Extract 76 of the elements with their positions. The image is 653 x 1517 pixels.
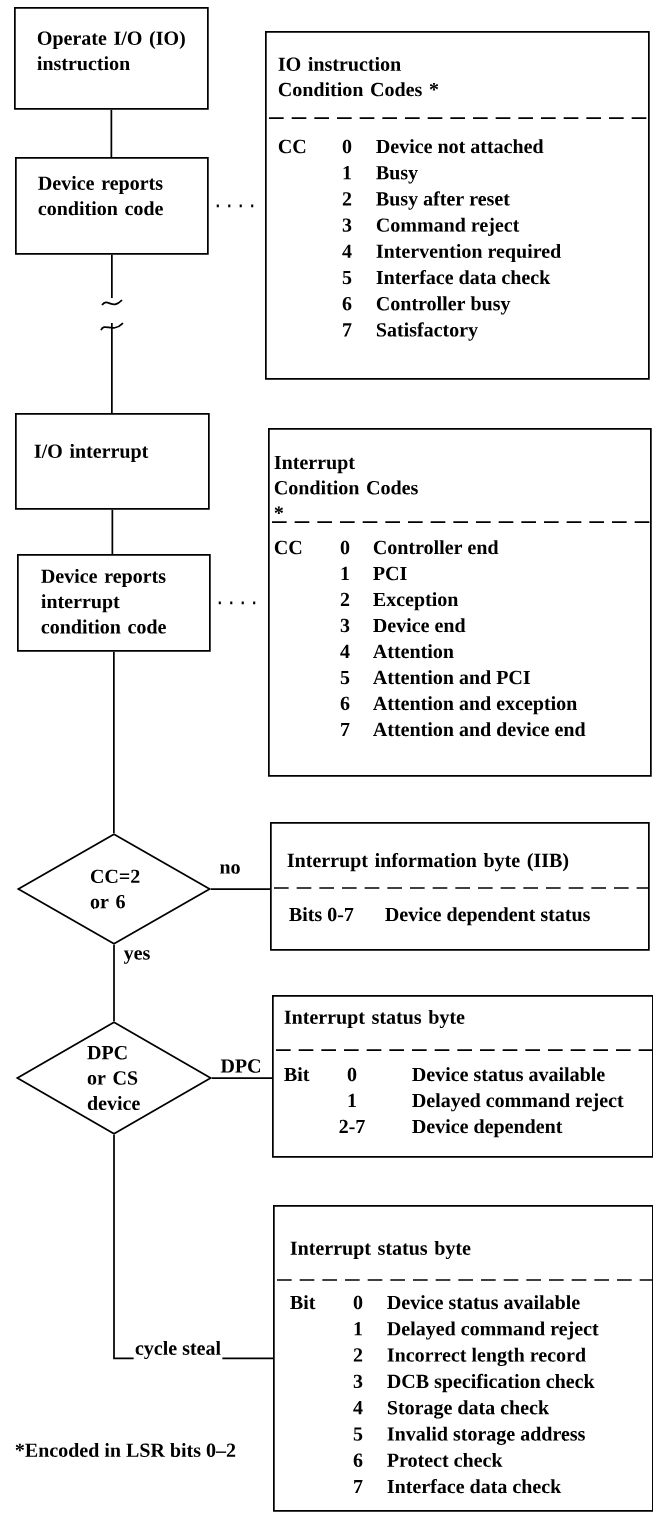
table-cell: 1 [348,1093,356,1107]
table-cell: Device not attached [376,139,544,154]
table-cell: CC [278,139,306,154]
table-cell: Device end [373,618,466,633]
table-cell: Satisfactory [376,322,478,341]
table-cell: Device status available [387,1295,580,1310]
process-box: Operate I/O (IO) instruction [14,7,209,110]
table-cell: Device dependent status [385,907,590,926]
table-cell: Bit [284,1067,310,1082]
table-cell: DCB specification check [387,1373,595,1393]
table-cell: Attention and PCI [373,670,530,685]
table-cell: Busy after reset [376,191,510,210]
table-cell: Device dependent [412,1119,563,1138]
edge-label: no [218,862,242,876]
connector-line [111,508,114,555]
table-cell: 0 [340,540,350,555]
table-cell: Attention [373,644,454,659]
table-cell: 2 [340,592,350,606]
table-cell: 6 [342,297,352,311]
table-cell: 7 [354,1480,363,1494]
table-cell: Command reject [376,217,520,236]
table-cell: 2 [353,1348,363,1362]
table-cell: 1 [341,566,349,580]
footnote: *Encoded in LSR bits 0–2 [15,1443,236,1458]
connector-line [210,888,271,890]
table-cell: 2 [342,192,352,206]
table-cell: Controller busy [376,296,511,315]
table-cell: 0 [342,139,352,154]
table-cell: 1 [354,1322,362,1336]
table-cell: Delayed command reject [387,1321,599,1340]
table-cell: Delayed command reject [412,1093,624,1112]
table-cell: Interface data check [387,1479,562,1494]
connector-line [211,1077,273,1079]
table-cell: 3 [353,1374,363,1389]
table-cell: Exception [373,592,459,611]
table-cell: Device status available [412,1067,605,1082]
connector-line [110,108,113,158]
table-cell: Incorrect length record [387,1347,586,1366]
table-cell: 3 [342,218,352,232]
process-box: Device reports condition code [15,157,209,255]
table-cell: Bit [290,1295,316,1310]
table-cell: 6 [340,696,350,711]
table-cell: Protect check [387,1452,503,1467]
table-cell: Storage data check [387,1400,549,1419]
table-cell: PCI [373,566,407,581]
table-cell: 6 [353,1453,363,1467]
table-cell: Bits 0-7 [289,907,354,922]
process-box: Device reports interrupt condition code [17,554,211,652]
table-cell: Busy [376,166,418,184]
connector-line [113,944,115,1022]
table-cell: 5 [342,270,352,285]
table-cell: Attention and exception [373,696,577,715]
table-cell: 0 [347,1067,357,1082]
table-cell: 0 [353,1295,363,1310]
table-cell: Attention and device end [373,722,586,737]
edge-label: cycle steal [133,1339,223,1361]
table-cell: Invalid storage address [387,1426,585,1445]
table-cell: 5 [353,1427,363,1441]
table-cell: Controller end [373,540,499,555]
table-cell: CC [274,540,302,555]
table-cell: 7 [341,722,350,736]
table-cell: 2-7 [339,1119,365,1133]
process-box: I/O interrupt [15,413,210,510]
table-cell: 5 [340,670,350,685]
table-cell: Intervention required [376,243,561,263]
table-cell: 4 [340,644,350,658]
table-cell: 4 [342,244,352,258]
table-cell: 7 [343,323,352,337]
table-cell: 1 [343,166,351,180]
connector-line [113,650,115,834]
edge-label: DPC [219,1057,263,1075]
table-cell: 3 [340,618,350,633]
table-cell: 4 [353,1401,363,1415]
table-cell: Interface data check [376,269,551,285]
edge-label: yes [122,948,152,966]
connector-line [111,253,113,414]
